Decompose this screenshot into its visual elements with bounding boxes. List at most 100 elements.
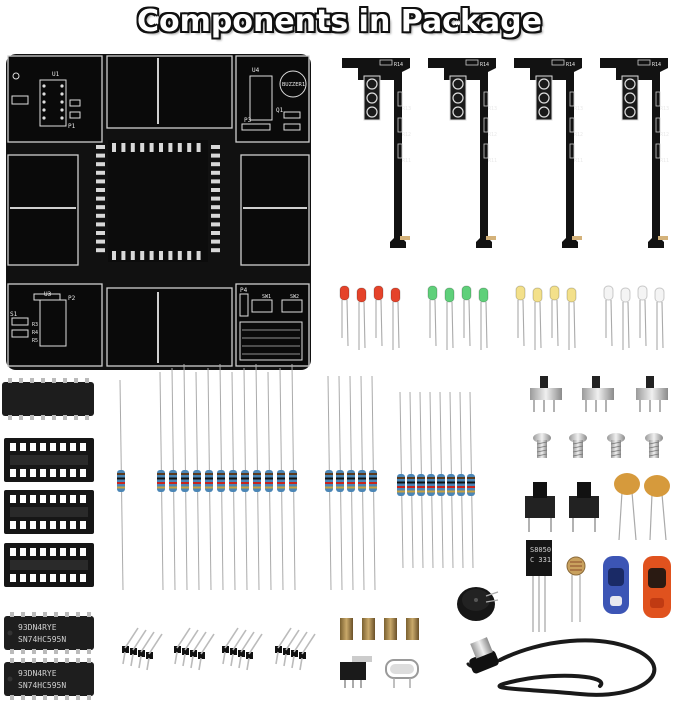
- led-white: [654, 287, 665, 303]
- pin-header-4: [275, 627, 316, 671]
- tl-label-r12: R12: [488, 132, 497, 138]
- transistor-line2: C 331: [530, 556, 551, 564]
- pcb-label-sw1: SW1: [262, 294, 271, 300]
- ic-sockets: [4, 438, 94, 587]
- resistor: [241, 367, 249, 591]
- ic-marking-top-a: 93DN4RYE: [18, 623, 57, 632]
- screw-3: [607, 433, 625, 458]
- tl-label-r11: R11: [660, 158, 669, 164]
- pcb-label-u3: U3: [44, 291, 52, 298]
- pcb-corner-top-right: BUZZER1 U4 P3 Q1: [241, 67, 307, 131]
- ceramic-capacitors: [614, 473, 670, 541]
- led-group-red: [339, 285, 401, 350]
- pcb-label-q1: Q1: [276, 107, 284, 114]
- pcb-label-r5: R5: [32, 338, 38, 344]
- tl-label-r11: R11: [402, 158, 411, 164]
- led-green: [478, 287, 489, 303]
- push-button-1: [525, 482, 555, 532]
- resistor: [397, 391, 405, 569]
- led-green: [427, 285, 438, 301]
- resistor: [117, 379, 125, 591]
- resistor: [358, 375, 366, 591]
- resistor: [325, 375, 333, 591]
- buzzer: [457, 587, 499, 621]
- led-white: [637, 285, 648, 301]
- pcb-label-r4: R4: [32, 330, 38, 336]
- road-blocks: [7, 55, 310, 367]
- crystal-oscillator: [385, 659, 419, 688]
- led-group-green: [427, 285, 489, 350]
- led-red: [373, 285, 384, 301]
- pcb-corner-bottom-left: U3 P2 S1 R3 R4 R5: [10, 291, 76, 347]
- resistor: [369, 375, 377, 591]
- slide-switches: [530, 376, 668, 412]
- resistor: [447, 391, 455, 569]
- ic-marking-top-b: 93DN4RYE: [18, 669, 57, 678]
- pcb-label-sw2: SW2: [290, 294, 299, 300]
- screw-2: [569, 433, 587, 458]
- resistor: [347, 375, 355, 591]
- pcb-label-s1: S1: [10, 311, 18, 318]
- pin-headers: [122, 627, 316, 671]
- slide-switch-1: [530, 376, 562, 412]
- resistor: [157, 371, 165, 591]
- resistors: [117, 363, 475, 591]
- toy-car-orange: [643, 556, 671, 618]
- traffic-light-boards: R14R13R12R11R14R13R12R11R14R13R12R11R14R…: [342, 58, 669, 248]
- toy-car-blue: [603, 556, 629, 614]
- screws: [533, 433, 663, 458]
- resistor: [193, 371, 201, 591]
- led-red: [356, 287, 367, 303]
- pcb-label-p2: P2: [68, 295, 76, 302]
- tl-label-r14: R14: [566, 62, 575, 68]
- ic-marking-bottom-a: SN74HC595N: [18, 635, 66, 644]
- pcb-label-p3: P3: [244, 117, 252, 124]
- tl-label-r12: R12: [660, 132, 669, 138]
- resistor: [217, 363, 225, 591]
- capacitor-2: [644, 475, 670, 541]
- tl-label-r14: R14: [394, 62, 403, 68]
- pcb-label-p1: P1: [68, 123, 76, 130]
- resistor: [427, 391, 435, 569]
- voltage-regulator: [340, 656, 372, 688]
- led-white: [603, 285, 614, 301]
- led-red: [390, 287, 401, 303]
- ic-marking-bottom-b: SN74HC595N: [18, 681, 66, 690]
- pcb-label-p4: P4: [240, 287, 248, 294]
- transistor-line1: S8050: [530, 546, 551, 554]
- resistor: [265, 371, 273, 591]
- ic-chip-pins: [10, 612, 91, 700]
- brass-standoffs: [340, 618, 419, 640]
- usb-plug: [469, 637, 499, 674]
- pin-header-1: [122, 627, 163, 671]
- pcb-label-u4: U4: [252, 67, 260, 74]
- resistor: [457, 391, 465, 569]
- led-green: [444, 287, 455, 303]
- tl-label-r13: R13: [488, 106, 497, 112]
- buzzer-label: BUZZER1: [282, 82, 305, 88]
- resistor: [181, 363, 189, 591]
- pcb-label-r3: R3: [32, 322, 38, 328]
- crosswalk-marks: [96, 143, 220, 260]
- transistor-s8050: S8050 C 331: [526, 540, 552, 632]
- tl-label-r11: R11: [574, 158, 583, 164]
- slide-switch-3: [636, 376, 668, 412]
- tl-label-r13: R13: [402, 106, 411, 112]
- led-green: [461, 285, 472, 301]
- ic-chip-595-a: 93DN4RYE SN74HC595N: [4, 616, 94, 650]
- ic-chip-595-b: 93DN4RYE SN74HC595N: [4, 662, 94, 696]
- pcb-corner-bottom-right: P4 SW1 SW2: [239, 287, 303, 361]
- led-group-yellow: [515, 285, 577, 350]
- led-yellow: [515, 285, 526, 301]
- led-groups: [339, 285, 665, 350]
- resistor: [336, 375, 344, 591]
- tl-label-r11: R11: [488, 158, 497, 164]
- capacitor-1: [614, 473, 640, 541]
- ic-socket-2: [4, 490, 94, 534]
- pcb-corner-top-left: U1 P1: [11, 71, 81, 130]
